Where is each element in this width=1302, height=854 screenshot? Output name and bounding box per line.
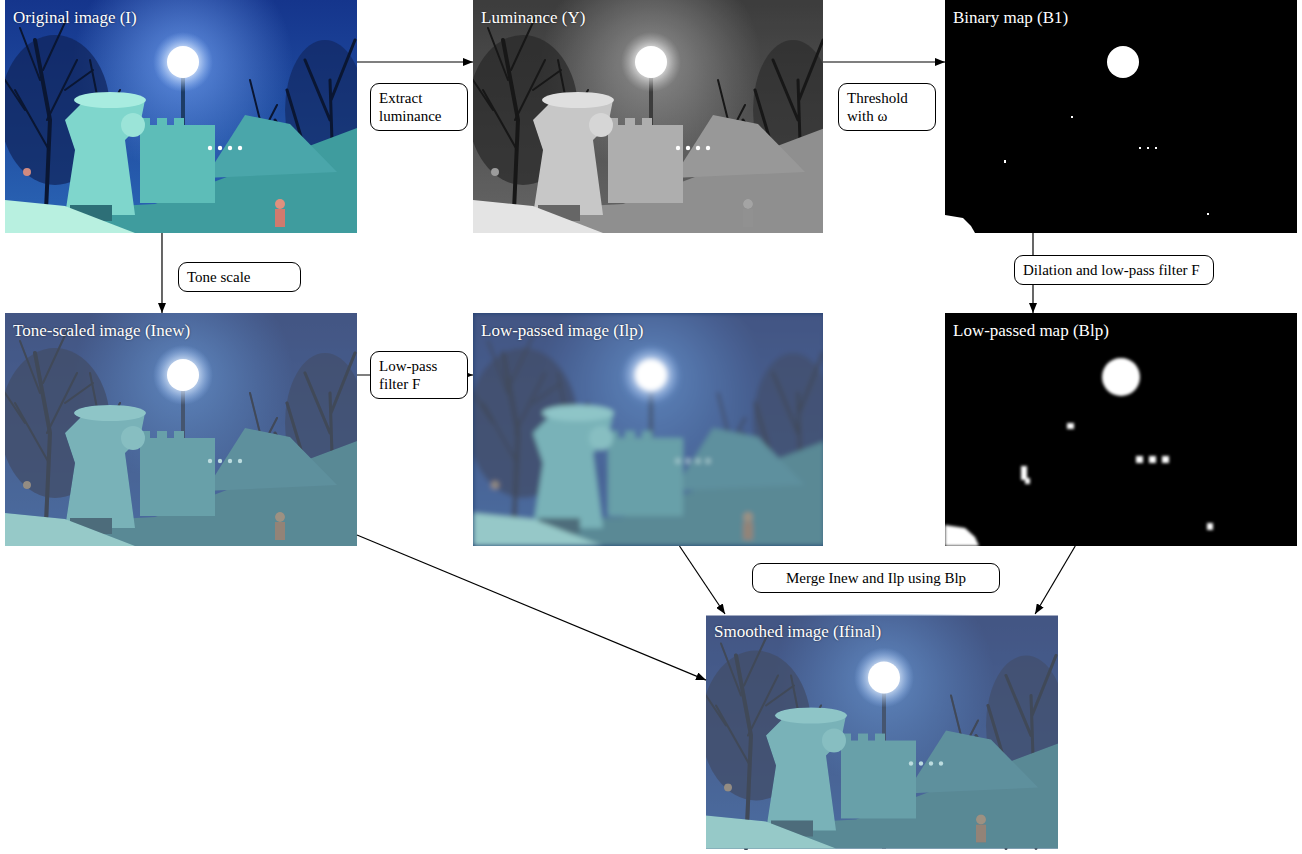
illustration-shape [945,525,979,546]
luminance-image [468,0,833,233]
illustration-shape [1067,423,1074,429]
illustration-shape [0,265,365,546]
illustration-shape [854,648,914,708]
illustration-shape [1155,147,1157,149]
illustration-shape [1071,116,1073,118]
illustration-shape [945,116,1209,233]
flow-arrow [357,535,706,680]
illustration-shape [945,358,1213,546]
illustration-shape [1102,358,1140,396]
illustration-shape [1139,147,1141,149]
image-panel: Original image (I) [5,0,357,233]
image-panel: Tone-scaled image (Inew) [5,313,357,546]
panel-title: Binary map (B1) [953,8,1068,28]
illustration-shape [701,568,1066,849]
illustration-shape [945,313,1297,546]
panel-title: Tone-scaled image (Inew) [13,321,190,341]
illustration-shape [153,32,213,92]
step-label: Merge Inew and Ilp using Blp [752,563,1000,593]
illustration-shape [1021,466,1027,480]
panel-title: Original image (I) [13,8,137,28]
low-passed-image [468,265,833,546]
illustration-shape [153,345,213,405]
illustration-shape [945,215,975,233]
panel-title: Low-passed image (Ilp) [481,321,643,341]
illustration-shape [1207,213,1209,215]
step-label: Extract luminance [370,83,468,131]
illustration-shape [1136,456,1143,463]
illustration-shape [1207,523,1213,530]
flow-arrow [161,233,162,313]
illustration-shape [1149,456,1156,463]
panel-title: Smoothed image (Ifinal) [714,622,881,642]
illustration-shape [621,345,681,405]
flow-arrow [680,546,726,614]
step-label: Threshold with ω [838,83,936,131]
illustration-shape [945,0,1297,233]
smoothed-image [701,568,1066,849]
step-label: Low-pass filter F [370,351,468,399]
illustration-shape [621,32,681,92]
illustration-shape [468,0,833,233]
panel-title: Luminance (Y) [481,8,585,28]
image-panel: Low-passed image (Ilp) [473,313,823,546]
illustration-shape [468,265,833,546]
illustration-shape [1107,46,1139,78]
binary-map-image [945,0,1297,233]
illustration-shape [1147,147,1149,149]
illustration-shape [1162,456,1169,463]
panel-title: Low-passed map (Blp) [953,321,1109,341]
flow-arrow [357,61,473,62]
tone-scaled-image [0,265,365,546]
flow-arrow [1035,546,1075,614]
step-label: Dilation and low-pass filter F [1014,255,1214,285]
image-panel: Smoothed image (Ifinal) [706,614,1058,850]
illustration-shape [1025,478,1030,484]
flow-arrow [823,61,945,62]
step-label: Tone scale [178,262,301,292]
low-passed-map-image [945,313,1297,546]
image-panel: Binary map (B1) [945,0,1297,233]
image-panel: Low-passed map (Blp) [945,313,1297,546]
illustration-shape [0,0,365,233]
image-panel: Luminance (Y) [473,0,823,233]
illustration-shape [1004,160,1006,163]
original-image [0,0,365,233]
